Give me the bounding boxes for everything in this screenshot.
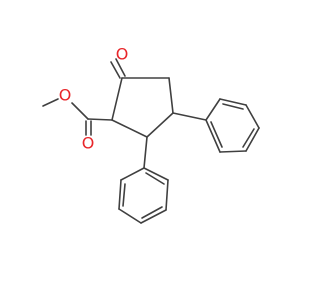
phenyl-right-inner-1	[222, 103, 244, 110]
ring-bond-c2-c3	[168, 77, 174, 114]
phenyl-right-bond-6	[205, 119, 221, 153]
phenyl-right-bond-3	[245, 104, 260, 129]
phenyl-lower-bond-1	[120, 167, 145, 181]
ketone-double-bond-b	[115, 58, 126, 77]
molecule-structure: O O O	[42, 45, 260, 224]
phenyl-lower-inner-1	[122, 183, 126, 207]
ketone-oxygen-label: O	[116, 45, 129, 64]
ester-bond-ring-carbonyl	[87, 118, 113, 121]
phenyl-right-bond-2	[219, 98, 247, 106]
phenyl-lower-attach-bond	[143, 136, 148, 169]
ring-bond-c4-c5	[111, 119, 148, 138]
structure-canvas: O O O	[42, 44, 260, 224]
phenyl-right-bond-1	[205, 98, 221, 121]
phenyl-right-attach-bond	[172, 112, 207, 121]
phenyl-right-bond-5	[219, 150, 247, 153]
ketone-double-bond-a	[110, 61, 121, 79]
ester-ether-oxygen-label: O	[59, 86, 72, 105]
phenyl-lower-bond-3	[118, 208, 142, 224]
phenyl-lower-bond-2	[118, 179, 122, 210]
phenyl-right-inner-2	[242, 128, 255, 148]
ring-bond-c3-c4	[146, 112, 174, 138]
phenyl-lower-bond-5	[165, 179, 169, 211]
phenyl-right-inner-3	[210, 121, 223, 148]
phenyl-lower-bond-4	[140, 209, 167, 224]
phenyl-lower-bond-6	[143, 167, 169, 181]
ester-bond-ether-o-methyl	[42, 98, 59, 107]
phenyl-lower-inner-3	[145, 172, 165, 185]
ester-carbonyl-oxygen-label: O	[82, 134, 95, 153]
ring-bond-c5-c1	[111, 77, 123, 121]
phenyl-right-bond-4	[245, 127, 260, 152]
phenyl-lower-inner-2	[141, 206, 163, 219]
ester-bond-carbonyl-ether-o	[71, 102, 89, 120]
